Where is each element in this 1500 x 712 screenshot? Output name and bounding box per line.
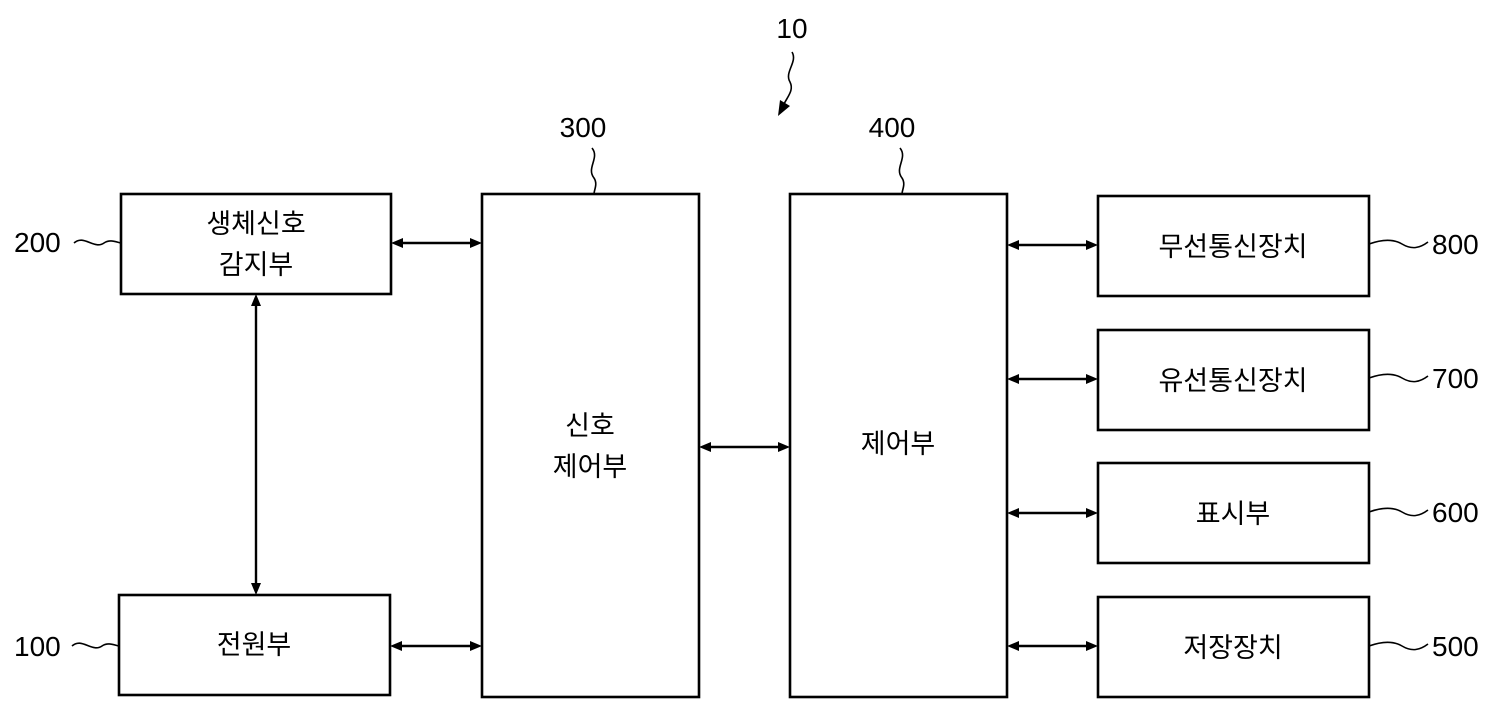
arrowhead-left bbox=[391, 238, 403, 248]
ref-400: 400 bbox=[869, 112, 916, 194]
biosignal-sensor-label-line2: 감지부 bbox=[219, 250, 294, 281]
connector-sensor-to-power bbox=[251, 294, 261, 595]
arrowhead-right bbox=[1086, 240, 1098, 250]
arrowhead-left bbox=[1007, 374, 1019, 384]
arrowhead-down bbox=[251, 583, 261, 595]
signal-controller-label-line1: 신호 bbox=[565, 411, 615, 442]
block-wireless-comm: 무선통신장치 bbox=[1098, 196, 1369, 296]
arrowhead-left bbox=[699, 442, 711, 452]
wired-comm-label: 유선통신장치 bbox=[1158, 366, 1307, 397]
arrowhead-left bbox=[390, 641, 402, 651]
ref-number-700: 700 bbox=[1432, 363, 1479, 394]
ref-number-100: 100 bbox=[14, 631, 61, 662]
arrowhead-left bbox=[1007, 240, 1019, 250]
leader-300 bbox=[591, 148, 595, 194]
ref-200: 200 bbox=[14, 227, 121, 258]
ref-number-400: 400 bbox=[869, 112, 916, 143]
block-wired-comm: 유선통신장치 bbox=[1098, 330, 1369, 430]
block-controller: 제어부 bbox=[790, 194, 1007, 697]
ref-number-300: 300 bbox=[560, 112, 607, 143]
figure-ref-arrowhead bbox=[778, 100, 790, 116]
signal-controller-label-line2: 제어부 bbox=[553, 452, 628, 483]
block-storage: 저장장치 bbox=[1098, 597, 1369, 697]
figure-ref-leader bbox=[784, 52, 794, 104]
arrowhead-right bbox=[470, 641, 482, 651]
arrowhead-right bbox=[1086, 641, 1098, 651]
connector-controller-to-wired bbox=[1007, 374, 1098, 384]
connector-controller-to-display bbox=[1007, 508, 1098, 518]
block-power-supply: 전원부 bbox=[119, 595, 390, 695]
arrowhead-right bbox=[1086, 374, 1098, 384]
leader-200 bbox=[74, 240, 121, 245]
ref-number-800: 800 bbox=[1432, 229, 1479, 260]
leader-700 bbox=[1369, 374, 1428, 381]
block-signal-controller: 신호 제어부 bbox=[482, 194, 699, 697]
connector-sensor-to-signal-controller bbox=[391, 238, 482, 248]
connector-controller-to-storage bbox=[1007, 641, 1098, 651]
arrowhead-left bbox=[1007, 508, 1019, 518]
ref-600: 600 bbox=[1369, 497, 1479, 528]
signal-controller-box bbox=[482, 194, 699, 697]
ref-800: 800 bbox=[1369, 229, 1479, 260]
figure-ref-number: 10 bbox=[776, 13, 807, 44]
display-label: 표시부 bbox=[1196, 499, 1271, 530]
controller-label: 제어부 bbox=[861, 429, 936, 460]
ref-number-200: 200 bbox=[14, 227, 61, 258]
leader-800 bbox=[1369, 240, 1428, 247]
arrowhead-up bbox=[251, 294, 261, 306]
leader-100 bbox=[72, 643, 119, 648]
connector-power-to-signal-controller bbox=[390, 641, 482, 651]
ref-number-500: 500 bbox=[1432, 631, 1479, 662]
ref-300: 300 bbox=[560, 112, 607, 194]
ref-700: 700 bbox=[1369, 363, 1479, 394]
leader-400 bbox=[899, 148, 903, 194]
power-supply-label: 전원부 bbox=[217, 630, 292, 661]
leader-500 bbox=[1369, 642, 1428, 649]
block-biosignal-sensor: 생체신호 감지부 bbox=[121, 194, 391, 294]
storage-label: 저장장치 bbox=[1183, 633, 1282, 664]
ref-number-600: 600 bbox=[1432, 497, 1479, 528]
ref-500: 500 bbox=[1369, 631, 1479, 662]
arrowhead-right bbox=[778, 442, 790, 452]
connector-controller-to-wireless bbox=[1007, 240, 1098, 250]
connector-signal-controller-to-controller bbox=[699, 442, 790, 452]
ref-100: 100 bbox=[14, 631, 119, 662]
block-display: 표시부 bbox=[1098, 463, 1369, 563]
leader-600 bbox=[1369, 508, 1428, 515]
arrowhead-left bbox=[1007, 641, 1019, 651]
wireless-comm-label: 무선통신장치 bbox=[1158, 232, 1307, 263]
figure-reference: 10 bbox=[776, 13, 807, 116]
biosignal-sensor-label-line1: 생체신호 bbox=[206, 209, 305, 240]
arrowhead-right bbox=[1086, 508, 1098, 518]
arrowhead-right bbox=[470, 238, 482, 248]
